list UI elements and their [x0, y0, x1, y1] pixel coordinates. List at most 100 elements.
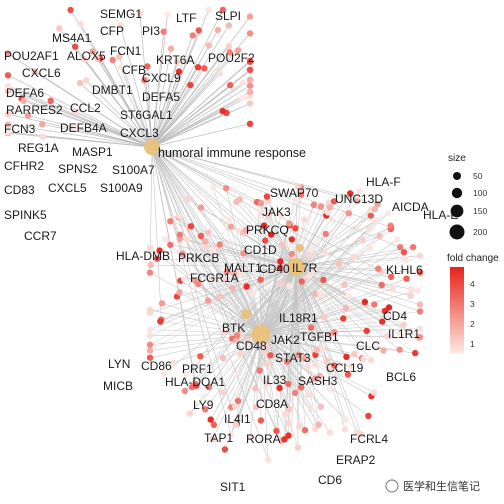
gene-node	[233, 337, 240, 344]
gene-node	[246, 76, 254, 83]
gene-label: TGFB1	[300, 330, 339, 344]
gene-node	[300, 216, 308, 223]
gene-edge	[150, 264, 297, 268]
gene-node	[227, 223, 235, 230]
gene-node	[317, 403, 324, 410]
gene-node	[72, 43, 79, 50]
gene-node	[383, 333, 391, 340]
gene-node	[374, 200, 381, 208]
size-legend-dot	[453, 172, 461, 180]
gene-node	[276, 384, 283, 392]
gene-edge	[260, 255, 421, 335]
gene-edge	[149, 309, 262, 335]
gene-node	[394, 236, 401, 243]
gene-label: FCN3	[4, 122, 36, 136]
gene-edge	[295, 266, 300, 355]
size-legend-dot	[451, 187, 463, 199]
gene-label: CFHR2	[4, 159, 44, 173]
gene-node	[412, 349, 419, 357]
gene-node	[301, 355, 308, 362]
gene-node	[379, 318, 386, 325]
gene-label: CCL2	[70, 101, 101, 115]
gene-label: SWAP70	[270, 186, 319, 200]
gene-edge	[260, 214, 282, 335]
gene-node	[310, 201, 317, 208]
gene-edge	[295, 255, 421, 268]
gene-edge	[151, 103, 251, 148]
gene-node	[94, 55, 101, 62]
gene-node	[278, 280, 285, 287]
gene-node	[414, 287, 421, 294]
gene-edge	[149, 266, 297, 337]
gene-node	[146, 347, 154, 354]
gene-node	[209, 246, 216, 253]
hub-label-humoral: humoral immune response	[158, 146, 306, 160]
gene-label: CCR7	[24, 229, 57, 243]
gene-edge	[213, 333, 262, 425]
gene-node	[285, 380, 292, 388]
gene-edge	[70, 9, 153, 148]
gene-edge	[239, 199, 297, 268]
gene-node	[205, 6, 212, 14]
gene-node	[216, 241, 223, 248]
gene-label: UNC13D	[335, 192, 383, 206]
gene-edge	[260, 267, 281, 335]
gene-node	[239, 79, 247, 87]
gene-node	[402, 256, 409, 263]
gene-node-layer	[4, 6, 424, 464]
gene-node	[195, 27, 202, 34]
gene-label: DEFB4A	[60, 121, 107, 135]
gene-edge	[260, 213, 262, 335]
hub-node-cd40	[287, 258, 305, 276]
gene-edge	[182, 253, 262, 335]
gene-node	[252, 385, 259, 392]
gene-edge	[118, 56, 153, 148]
gene-node	[117, 22, 124, 29]
gene-node	[295, 183, 302, 190]
gene-node	[216, 70, 224, 77]
gene-node	[193, 382, 200, 389]
gene-node	[221, 328, 228, 335]
gene-edge	[260, 253, 326, 335]
gene-node	[243, 226, 250, 233]
gene-edge	[234, 273, 262, 335]
gene-label: MALT1	[224, 261, 262, 275]
gene-edge	[260, 333, 352, 367]
gene-edge	[219, 244, 262, 335]
gene-node	[416, 325, 424, 332]
gene-edge	[228, 219, 262, 335]
gene-edge	[295, 266, 362, 435]
gene-edge	[294, 266, 297, 394]
gene-node	[244, 336, 251, 344]
gene-node	[4, 128, 12, 136]
gene-node	[167, 218, 174, 225]
hub-label-cd40: CD40	[259, 262, 290, 276]
gene-node	[176, 212, 183, 220]
gene-node	[238, 94, 246, 102]
hub-label-btk: BTK	[222, 321, 245, 335]
gene-label: JAK2	[271, 333, 300, 347]
gene-edge	[260, 324, 404, 335]
gene-node	[89, 48, 96, 55]
gene-node	[262, 237, 269, 244]
gene-edge	[151, 82, 244, 148]
gene-node	[313, 346, 321, 354]
size-legend-value: 200	[473, 227, 487, 237]
gene-node	[324, 357, 331, 365]
gene-edge	[149, 146, 153, 273]
gene-node	[257, 210, 264, 217]
gene-node	[234, 332, 241, 339]
gene-node	[319, 346, 326, 353]
gene-label: JAK3	[262, 205, 291, 219]
gene-edge	[260, 333, 330, 433]
gene-edge	[260, 213, 350, 335]
gene-node	[347, 190, 354, 197]
gene-node	[293, 197, 300, 204]
gene-node	[154, 255, 161, 262]
gene-label: POU2AF1	[4, 49, 59, 63]
gene-node	[286, 405, 293, 413]
wechat-icon	[385, 479, 399, 493]
gene-node	[194, 280, 202, 288]
gene-label: TAP1	[204, 431, 233, 445]
gene-edge	[149, 266, 297, 351]
